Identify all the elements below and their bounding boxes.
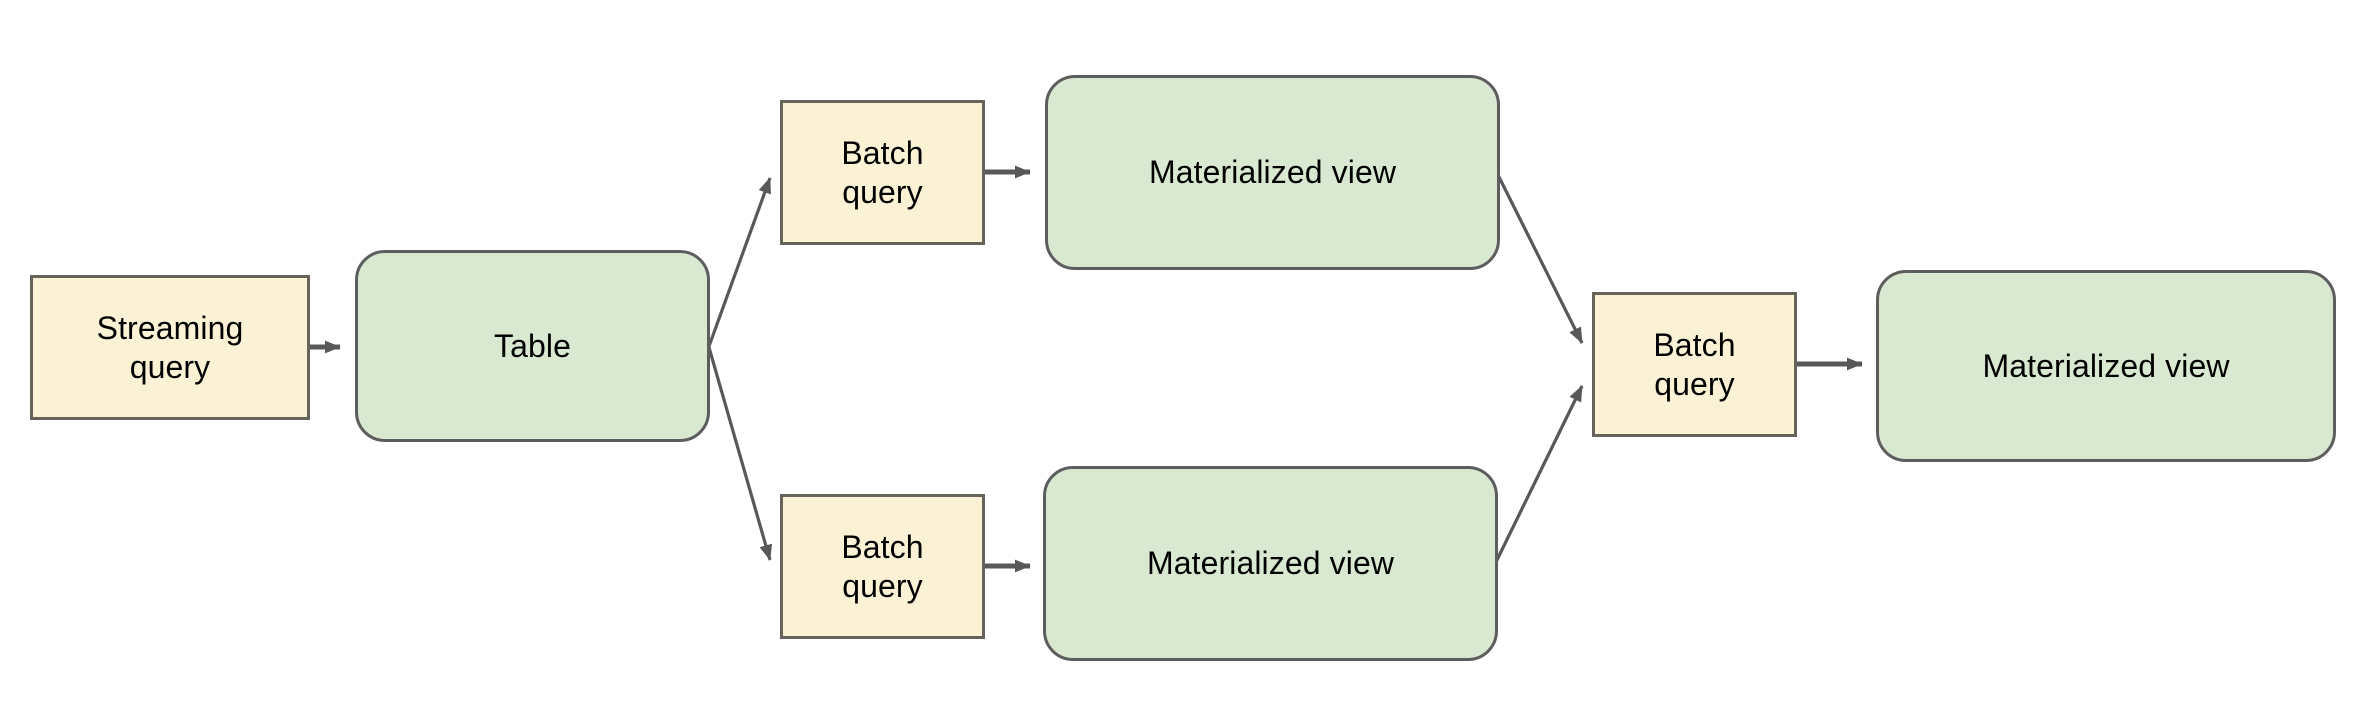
edge-materialized-view-bottom-to-batch-query-right	[1494, 385, 1584, 563]
node-materialized-view-top[interactable]: Materialized view	[1045, 75, 1500, 270]
node-table-label: Table	[494, 327, 571, 364]
edge-materialized-view-top-to-batch-query-right	[1496, 174, 1584, 344]
node-batch-query-right[interactable]: Batch query	[1592, 292, 1797, 437]
node-materialized-view-bottom[interactable]: Materialized view	[1043, 466, 1498, 661]
node-batch-query-bottom[interactable]: Batch query	[780, 494, 985, 639]
node-table[interactable]: Table	[355, 250, 710, 442]
edge-table-to-batch-query-top	[706, 177, 772, 350]
node-batch-query-top-label: Batch query	[841, 135, 924, 210]
node-streaming-query[interactable]: Streaming query	[30, 275, 310, 420]
edge-table-to-batch-query-bottom	[706, 343, 773, 561]
node-materialized-view-right[interactable]: Materialized view	[1876, 270, 2336, 462]
node-batch-query-bottom-label: Batch query	[841, 529, 924, 604]
node-streaming-query-label: Streaming query	[96, 310, 244, 385]
node-batch-query-right-label: Batch query	[1653, 327, 1736, 402]
node-materialized-view-bottom-label: Materialized view	[1146, 545, 1395, 582]
node-materialized-view-top-label: Materialized view	[1148, 154, 1397, 191]
node-materialized-view-right-label: Materialized view	[1982, 347, 2230, 384]
node-batch-query-top[interactable]: Batch query	[780, 100, 985, 245]
